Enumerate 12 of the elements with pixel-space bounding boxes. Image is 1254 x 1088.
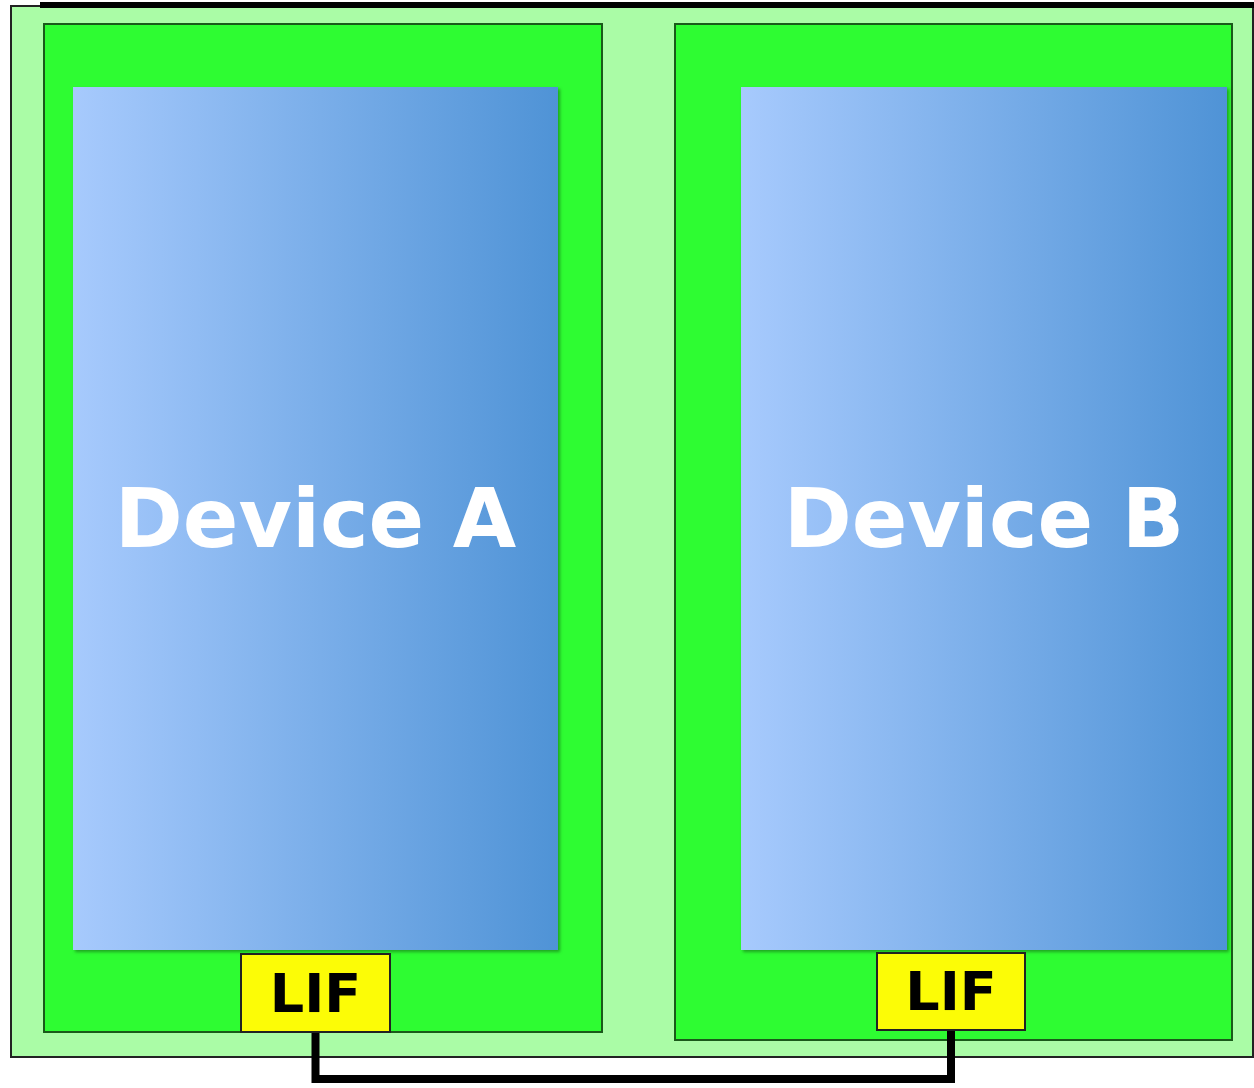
device-box [73,87,558,950]
connection-line [311,1031,955,1083]
interface-box [240,953,391,1033]
board-box [674,23,1233,1041]
interface-label: LIF [905,960,997,1023]
device-label: Device B [783,471,1185,566]
device-box [741,87,1227,950]
interface-box [876,952,1026,1031]
interface-label: LIF [269,961,362,1025]
enclosure-box [10,5,1254,1058]
board-box [43,23,603,1033]
device-label: Device A [114,471,517,566]
